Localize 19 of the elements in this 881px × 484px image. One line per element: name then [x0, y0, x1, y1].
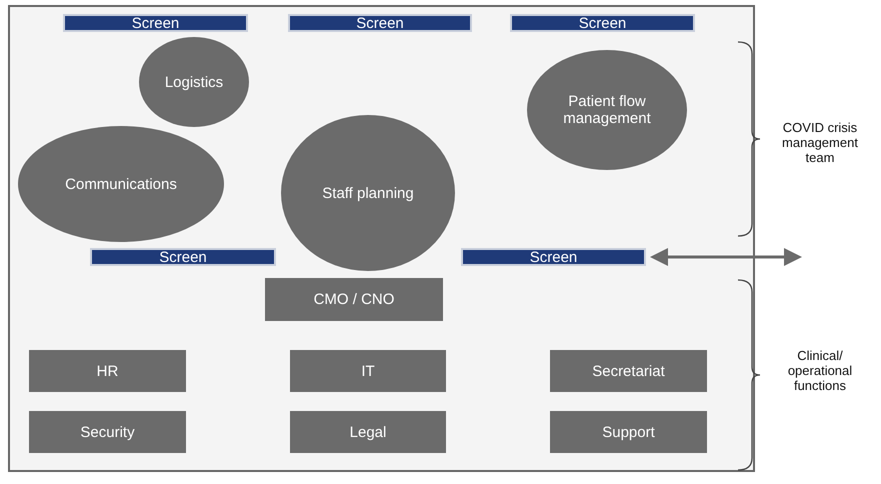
team-ellipse: Patient flow management	[527, 50, 687, 170]
screen-bar: Screen	[63, 14, 248, 32]
function-box: Support	[550, 411, 707, 453]
team-ellipse: Communications	[18, 126, 224, 242]
group-label: COVID crisis management team	[781, 120, 859, 165]
function-box: Secretariat	[550, 350, 707, 392]
team-ellipse: Staff planning	[281, 115, 455, 271]
function-box: Legal	[290, 411, 446, 453]
screen-bar: Screen	[288, 14, 472, 32]
screen-bar: Screen	[510, 14, 695, 32]
team-ellipse: Logistics	[139, 37, 249, 127]
room-outline	[8, 5, 755, 472]
function-box: HR	[29, 350, 186, 392]
function-box: CMO / CNO	[265, 278, 443, 321]
group-label: Clinical/ operational functions	[786, 348, 854, 393]
screen-bar: Screen	[90, 248, 276, 266]
screen-bar: Screen	[461, 248, 646, 266]
function-box: Security	[29, 411, 186, 453]
function-box: IT	[290, 350, 446, 392]
